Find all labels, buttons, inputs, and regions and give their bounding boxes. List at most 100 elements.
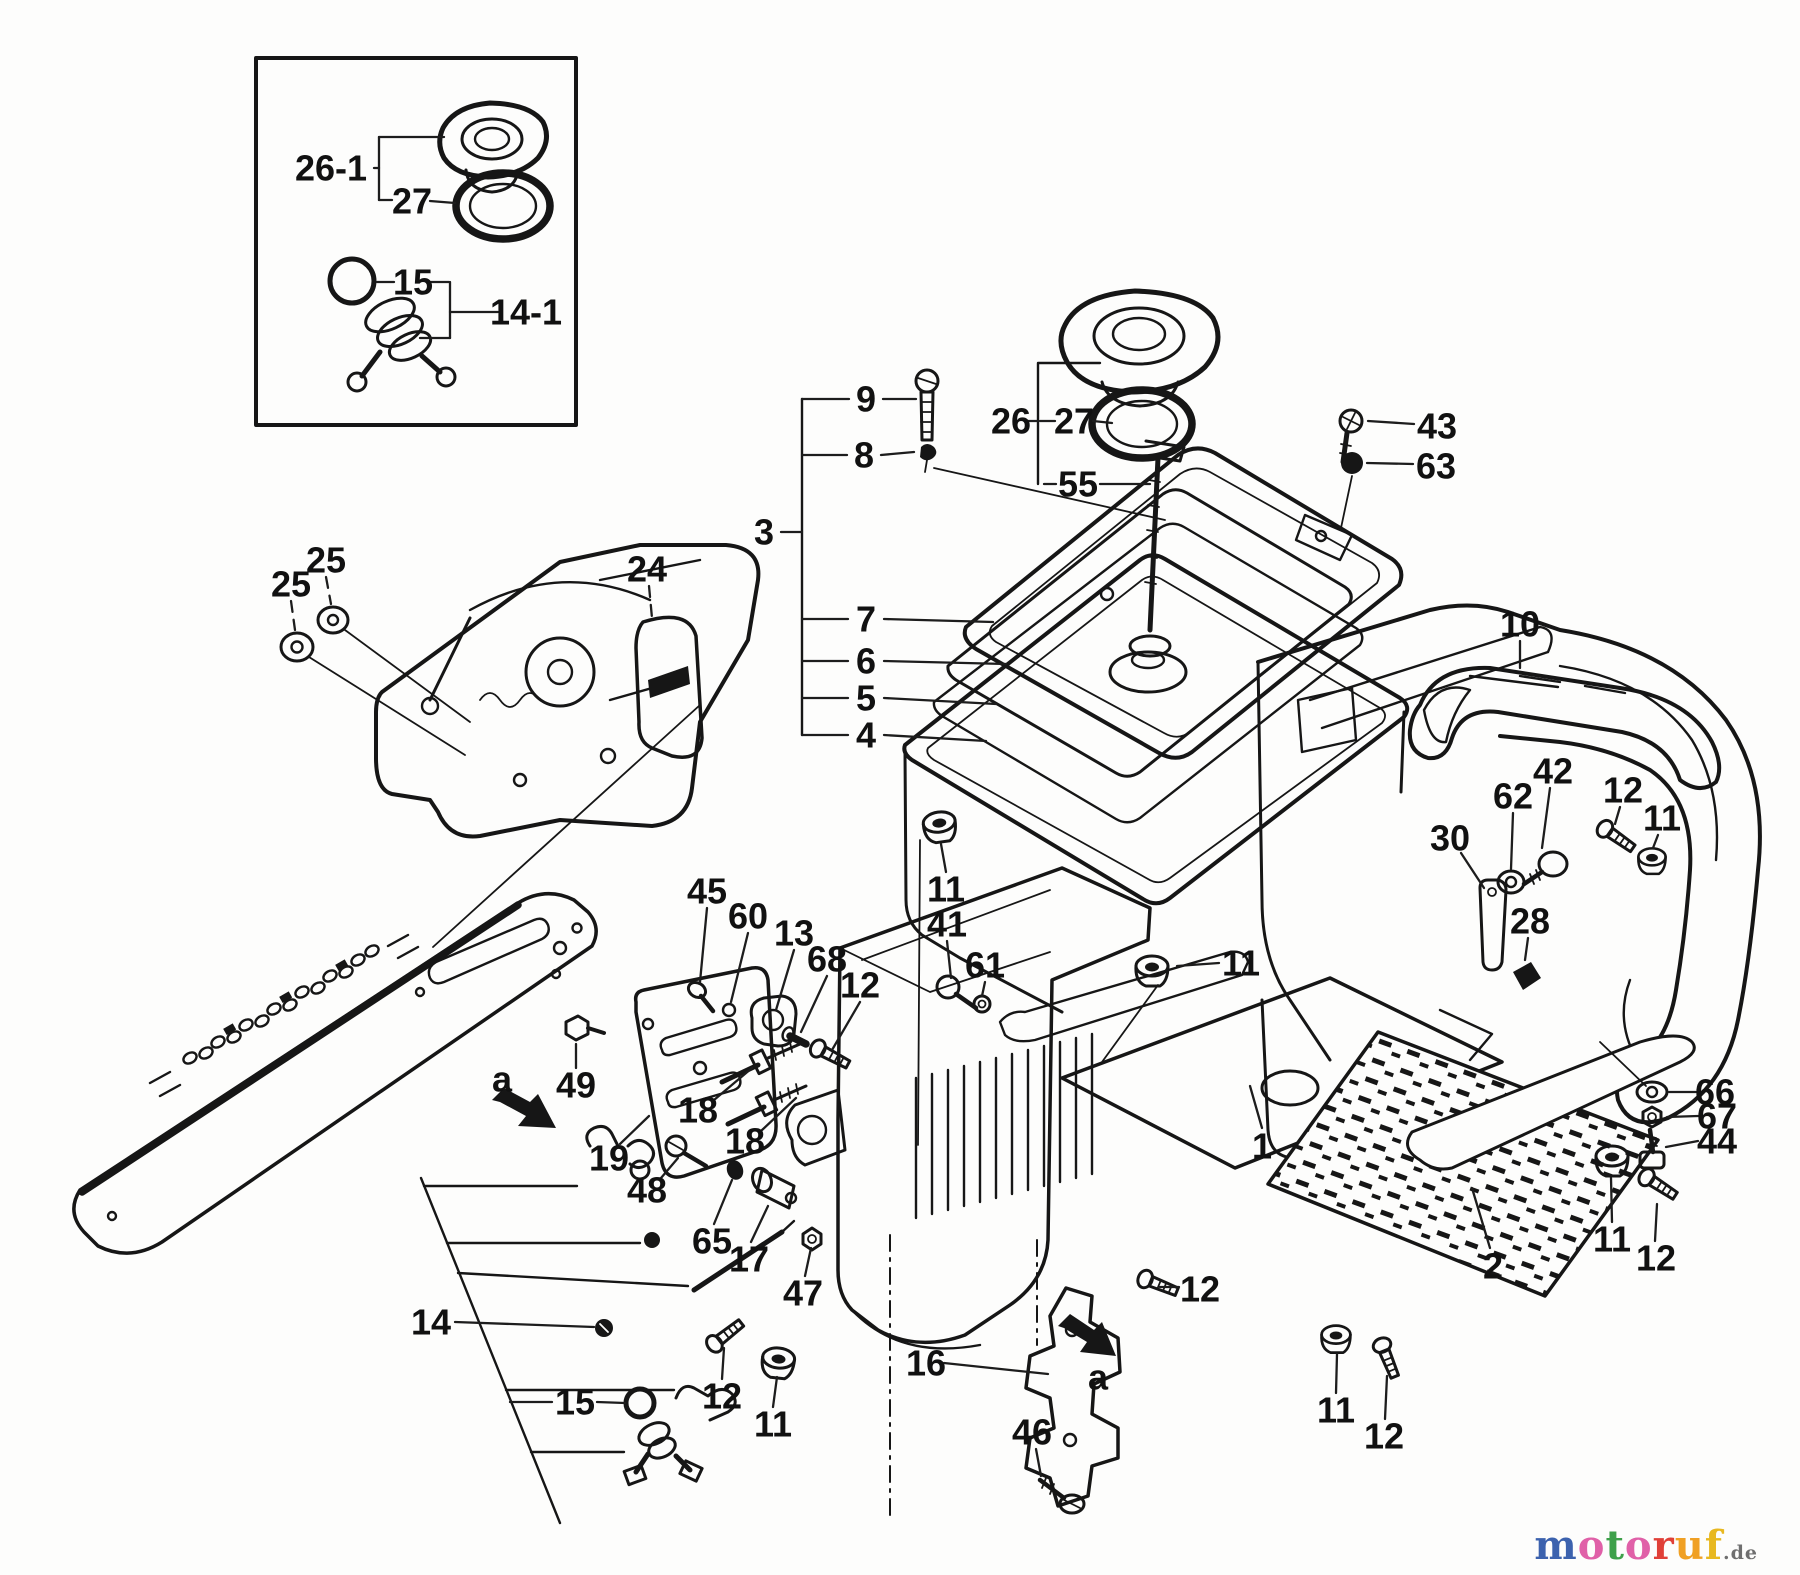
watermark-letter: r <box>1652 1522 1675 1569</box>
adjuster-screw-18b <box>725 1083 808 1127</box>
oil-pump-worm-inset <box>346 296 457 393</box>
callout-25a: 25 <box>306 540 346 581</box>
grommet-11-front <box>759 1344 798 1382</box>
leader-46 <box>1034 1447 1043 1478</box>
leader-45 <box>698 906 709 984</box>
callout-16: 16 <box>906 1343 946 1384</box>
plug-68 <box>781 1026 810 1048</box>
callout-12-tension: 12 <box>840 965 880 1006</box>
leader-27-inset <box>428 199 457 205</box>
engine-crankcase <box>785 866 1152 1350</box>
leader-14 <box>453 1320 596 1329</box>
callout-11-spike: 11 <box>1317 1390 1355 1431</box>
callout-27: 27 <box>1054 401 1094 442</box>
callout-15: 15 <box>555 1382 595 1423</box>
callout-15-inset: 15 <box>393 262 433 303</box>
bolt-44 <box>1638 1127 1666 1170</box>
callout-18b: 18 <box>725 1121 765 1162</box>
leader-25a <box>324 575 333 606</box>
watermark-letter: o <box>1624 1522 1653 1569</box>
leader-61 <box>980 980 987 998</box>
adjuster-screw-18a <box>719 1041 802 1085</box>
callout-10: 10 <box>1500 604 1540 645</box>
direction-arrow-a1 <box>492 1088 556 1128</box>
leader-25b <box>289 599 297 632</box>
watermark-suffix: .de <box>1723 1542 1758 1564</box>
callout-2: 2 <box>1483 1246 1503 1287</box>
leader-15-1 <box>595 1400 627 1405</box>
leader-60 <box>729 931 750 1004</box>
cap-gasket-27 <box>1088 386 1196 462</box>
callout-12-mid: 12 <box>1180 1269 1220 1310</box>
grommet-11-tank <box>920 808 960 846</box>
callout-5: 5 <box>856 678 876 719</box>
callout-11-tank: 11 <box>927 869 965 910</box>
washer-25-upper <box>316 605 471 723</box>
leader-11-plug <box>771 1375 779 1409</box>
front-handle-10 <box>1407 665 1722 790</box>
rear-handle-housing <box>1256 603 1762 1160</box>
saw-chain <box>148 933 420 1098</box>
watermark-letter: u <box>1674 1522 1705 1569</box>
screw-46 <box>1037 1477 1086 1515</box>
leader-48 <box>659 1156 680 1180</box>
callout-26-1: 26-1 <box>295 148 367 189</box>
callout-46: 46 <box>1012 1412 1052 1453</box>
direction-arrow-a2 <box>1058 1314 1116 1356</box>
bottom-guard-2 <box>1266 1030 1696 1298</box>
grommet-65 <box>726 1160 744 1180</box>
callout-67: 67 <box>1697 1096 1737 1137</box>
leader-11-engine <box>1175 961 1221 968</box>
callout-44: 44 <box>1697 1121 1737 1162</box>
callout-14-1: 14-1 <box>490 292 562 333</box>
leader-7-1 <box>882 617 995 624</box>
callout-8: 8 <box>854 435 874 476</box>
plug-17 <box>751 1166 798 1210</box>
leader-30 <box>1459 851 1486 890</box>
callout-49: 49 <box>556 1065 596 1106</box>
leader-44 <box>1664 1139 1700 1149</box>
washer-25-lower <box>279 631 466 756</box>
callout-11-handle: 11 <box>1643 798 1681 839</box>
callout-11-engine: 11 <box>1222 943 1260 984</box>
bolt-48 <box>664 1134 709 1169</box>
callout-65: 65 <box>692 1221 732 1262</box>
cylinder-fins <box>914 1032 1094 1220</box>
grommet-11-engine-line <box>1101 984 1159 1063</box>
leader-12-plug <box>720 1346 726 1381</box>
callout-62: 62 <box>1493 776 1533 817</box>
leader-27-1 <box>1091 419 1114 425</box>
leader-13 <box>774 948 796 1012</box>
nut-61 <box>972 994 992 1014</box>
tension-rod <box>691 1219 796 1293</box>
leader-8-1 <box>879 450 916 457</box>
callout-4: 4 <box>856 715 876 756</box>
leader-6-1 <box>882 659 1008 666</box>
callout-24: 24 <box>627 549 667 590</box>
callout-41: 41 <box>927 904 967 945</box>
inset-detail-box <box>254 56 578 427</box>
watermark-logo[interactable]: motoruf.de <box>1534 1522 1758 1569</box>
leader-18b <box>759 1096 798 1133</box>
callout-30: 30 <box>1430 818 1470 859</box>
screw-12-spike <box>1369 1333 1405 1382</box>
callout-18a: 18 <box>678 1090 718 1131</box>
callout-12-plug: 12 <box>702 1376 742 1417</box>
callout-42: 42 <box>1533 751 1573 792</box>
washer-66 <box>1635 1080 1669 1104</box>
clutch-cover <box>374 543 761 948</box>
leader-11-rear <box>1609 1176 1614 1224</box>
callout-66: 66 <box>1695 1072 1735 1113</box>
leader-19 <box>618 1114 651 1146</box>
callout-26: 26 <box>991 401 1031 442</box>
leader-12-handle <box>1613 805 1622 826</box>
cap-nut-63 <box>1294 452 1363 562</box>
callout-9: 9 <box>856 379 876 420</box>
nut-28 <box>1513 962 1541 990</box>
grommet-11-tank-line <box>917 839 921 1146</box>
callout-a1: a <box>492 1059 513 1100</box>
cover-gasket-6 <box>946 488 1353 778</box>
leader-24 <box>647 584 654 620</box>
